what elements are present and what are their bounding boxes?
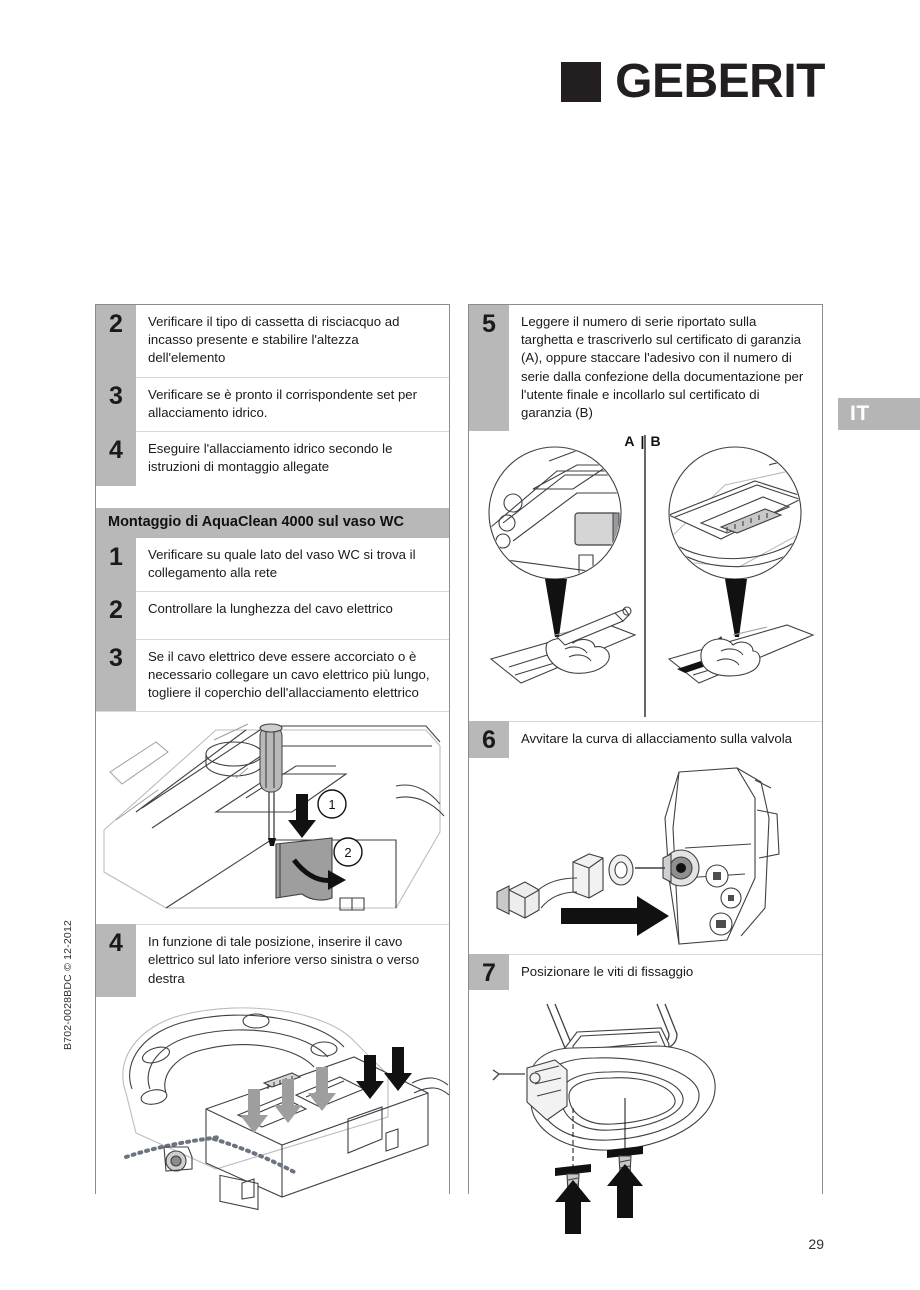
section-heading: Montaggio di AquaClean 4000 sul vaso WC bbox=[96, 507, 449, 538]
language-tab-label: IT bbox=[850, 402, 870, 425]
wc-unit-cable-insertion-illustration bbox=[96, 996, 449, 1212]
page-number: 29 bbox=[808, 1236, 824, 1252]
step-row: 3 Verificare se è pronto il corrisponden… bbox=[96, 376, 449, 432]
step-number: 2 bbox=[96, 305, 136, 377]
document-code: B702-0028BDC © 12-2012 bbox=[62, 919, 74, 1050]
right-step7-list: 7 Posizionare le viti di fissaggio bbox=[469, 953, 822, 990]
svg-text:1: 1 bbox=[328, 797, 335, 812]
left-step4-list: 4 In funzione di tale posizione, inserir… bbox=[96, 924, 449, 997]
right-step6-list: 6 Avvitare la curva di allacciamento sul… bbox=[469, 721, 822, 758]
step-text: Avvitare la curva di allacciamento sulla… bbox=[509, 721, 822, 757]
screwdriver-opening-electrical-cover-illustration: 1 2 bbox=[96, 711, 449, 925]
step-row: 2 Verificare il tipo di cassetta di risc… bbox=[96, 305, 449, 377]
step-number: 1 bbox=[96, 537, 136, 592]
fixing-screws-placement-illustration bbox=[469, 989, 822, 1240]
left-section-step-list: 1 Verificare su quale lato del vaso WC s… bbox=[96, 537, 449, 712]
step-text: Leggere il numero di serie riportato sul… bbox=[521, 314, 804, 421]
step-row: 7 Posizionare le viti di fissaggio bbox=[469, 953, 822, 990]
svg-text:2: 2 bbox=[344, 845, 351, 860]
step-text: In funzione di tale posizione, inserire … bbox=[136, 924, 449, 997]
step-number: 2 bbox=[96, 591, 136, 639]
step-row: 3 Se il cavo elettrico deve essere accor… bbox=[96, 638, 449, 712]
step-number: 7 bbox=[469, 953, 509, 990]
figure-label-a: A bbox=[624, 433, 641, 450]
figure-label-divider: | bbox=[640, 433, 651, 450]
geberit-square-icon bbox=[561, 62, 602, 102]
step-number: 4 bbox=[96, 924, 136, 997]
language-tab-it: IT bbox=[838, 398, 920, 430]
step-text: Se il cavo elettrico deve essere accorci… bbox=[136, 638, 449, 712]
step-text: Verificare il tipo di cassetta di riscia… bbox=[148, 314, 400, 366]
serial-number-transfer-illustration: A|B bbox=[469, 431, 822, 722]
left-top-step-list: 2 Verificare il tipo di cassetta di risc… bbox=[96, 305, 449, 486]
left-content-column: 2 Verificare il tipo di cassetta di risc… bbox=[95, 304, 450, 1212]
step-row: 4 Eseguire l'allacciamento idrico second… bbox=[96, 431, 449, 486]
ab-figure-labels: A|B bbox=[469, 433, 822, 449]
step-row: 2 Controllare la lunghezza del cavo elet… bbox=[96, 591, 449, 639]
step-number: 5 bbox=[469, 305, 509, 432]
right-content-column: 5 Leggere il numero di serie riportato s… bbox=[468, 304, 823, 1240]
step-text: Eseguire l'allacciamento idrico secondo … bbox=[136, 431, 449, 485]
step-row: 1 Verificare su quale lato del vaso WC s… bbox=[96, 537, 449, 592]
brand-name: GEBERIT bbox=[615, 55, 825, 108]
step-number: 3 bbox=[96, 376, 136, 432]
brand-logo: GEBERIT bbox=[561, 58, 825, 106]
step-number: 6 bbox=[469, 721, 509, 758]
step-text: Controllare la lunghezza del cavo elettr… bbox=[136, 591, 449, 638]
step-row: 5 Leggere il numero di serie riportato s… bbox=[469, 305, 822, 432]
step-row: 6 Avvitare la curva di allacciamento sul… bbox=[469, 721, 822, 758]
step-text: Verificare su quale lato del vaso WC si … bbox=[148, 546, 416, 581]
step-text: Posizionare le viti di fissaggio bbox=[509, 953, 822, 990]
connection-elbow-to-valve-illustration bbox=[469, 757, 822, 954]
step-text: Verificare se è pronto il corrispondente… bbox=[136, 376, 449, 431]
step-number: 4 bbox=[96, 431, 136, 486]
figure-label-b: B bbox=[650, 433, 667, 450]
step-number: 3 bbox=[96, 638, 136, 712]
right-step5-list: 5 Leggere il numero di serie riportato s… bbox=[469, 305, 822, 432]
step-row: 4 In funzione di tale posizione, inserir… bbox=[96, 924, 449, 997]
block-separator bbox=[96, 485, 449, 508]
